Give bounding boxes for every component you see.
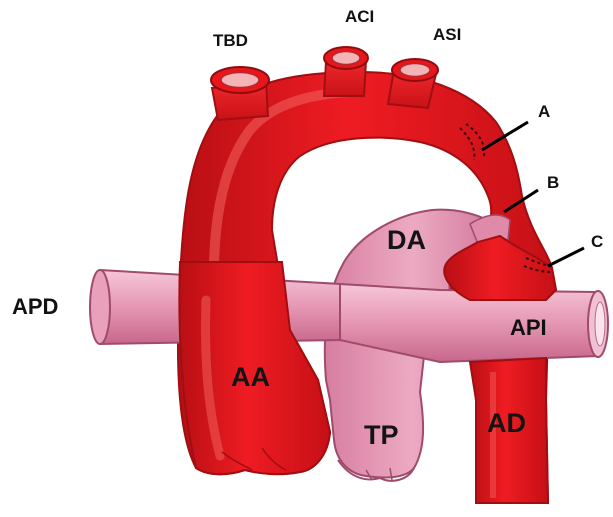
pointer-c [548,248,584,266]
label-tbd: TBD [213,32,248,49]
left-pulmonary-lumen [595,302,605,346]
label-asi: ASI [433,26,461,43]
left-subclavian-lumen [400,64,430,77]
label-aci: ACI [345,8,374,25]
label-a: A [538,103,550,120]
label-da: DA [387,227,426,254]
label-b: B [547,174,559,191]
label-tp: TP [364,422,399,449]
label-apd: APD [12,296,58,318]
brachiocephalic-lumen [221,73,259,88]
label-aa: AA [231,364,270,391]
left-common-carotid-lumen [332,52,360,65]
label-ad: AD [487,410,526,437]
label-c: C [591,233,603,250]
label-api: API [510,317,547,339]
right-pulmonary-end [90,270,110,344]
